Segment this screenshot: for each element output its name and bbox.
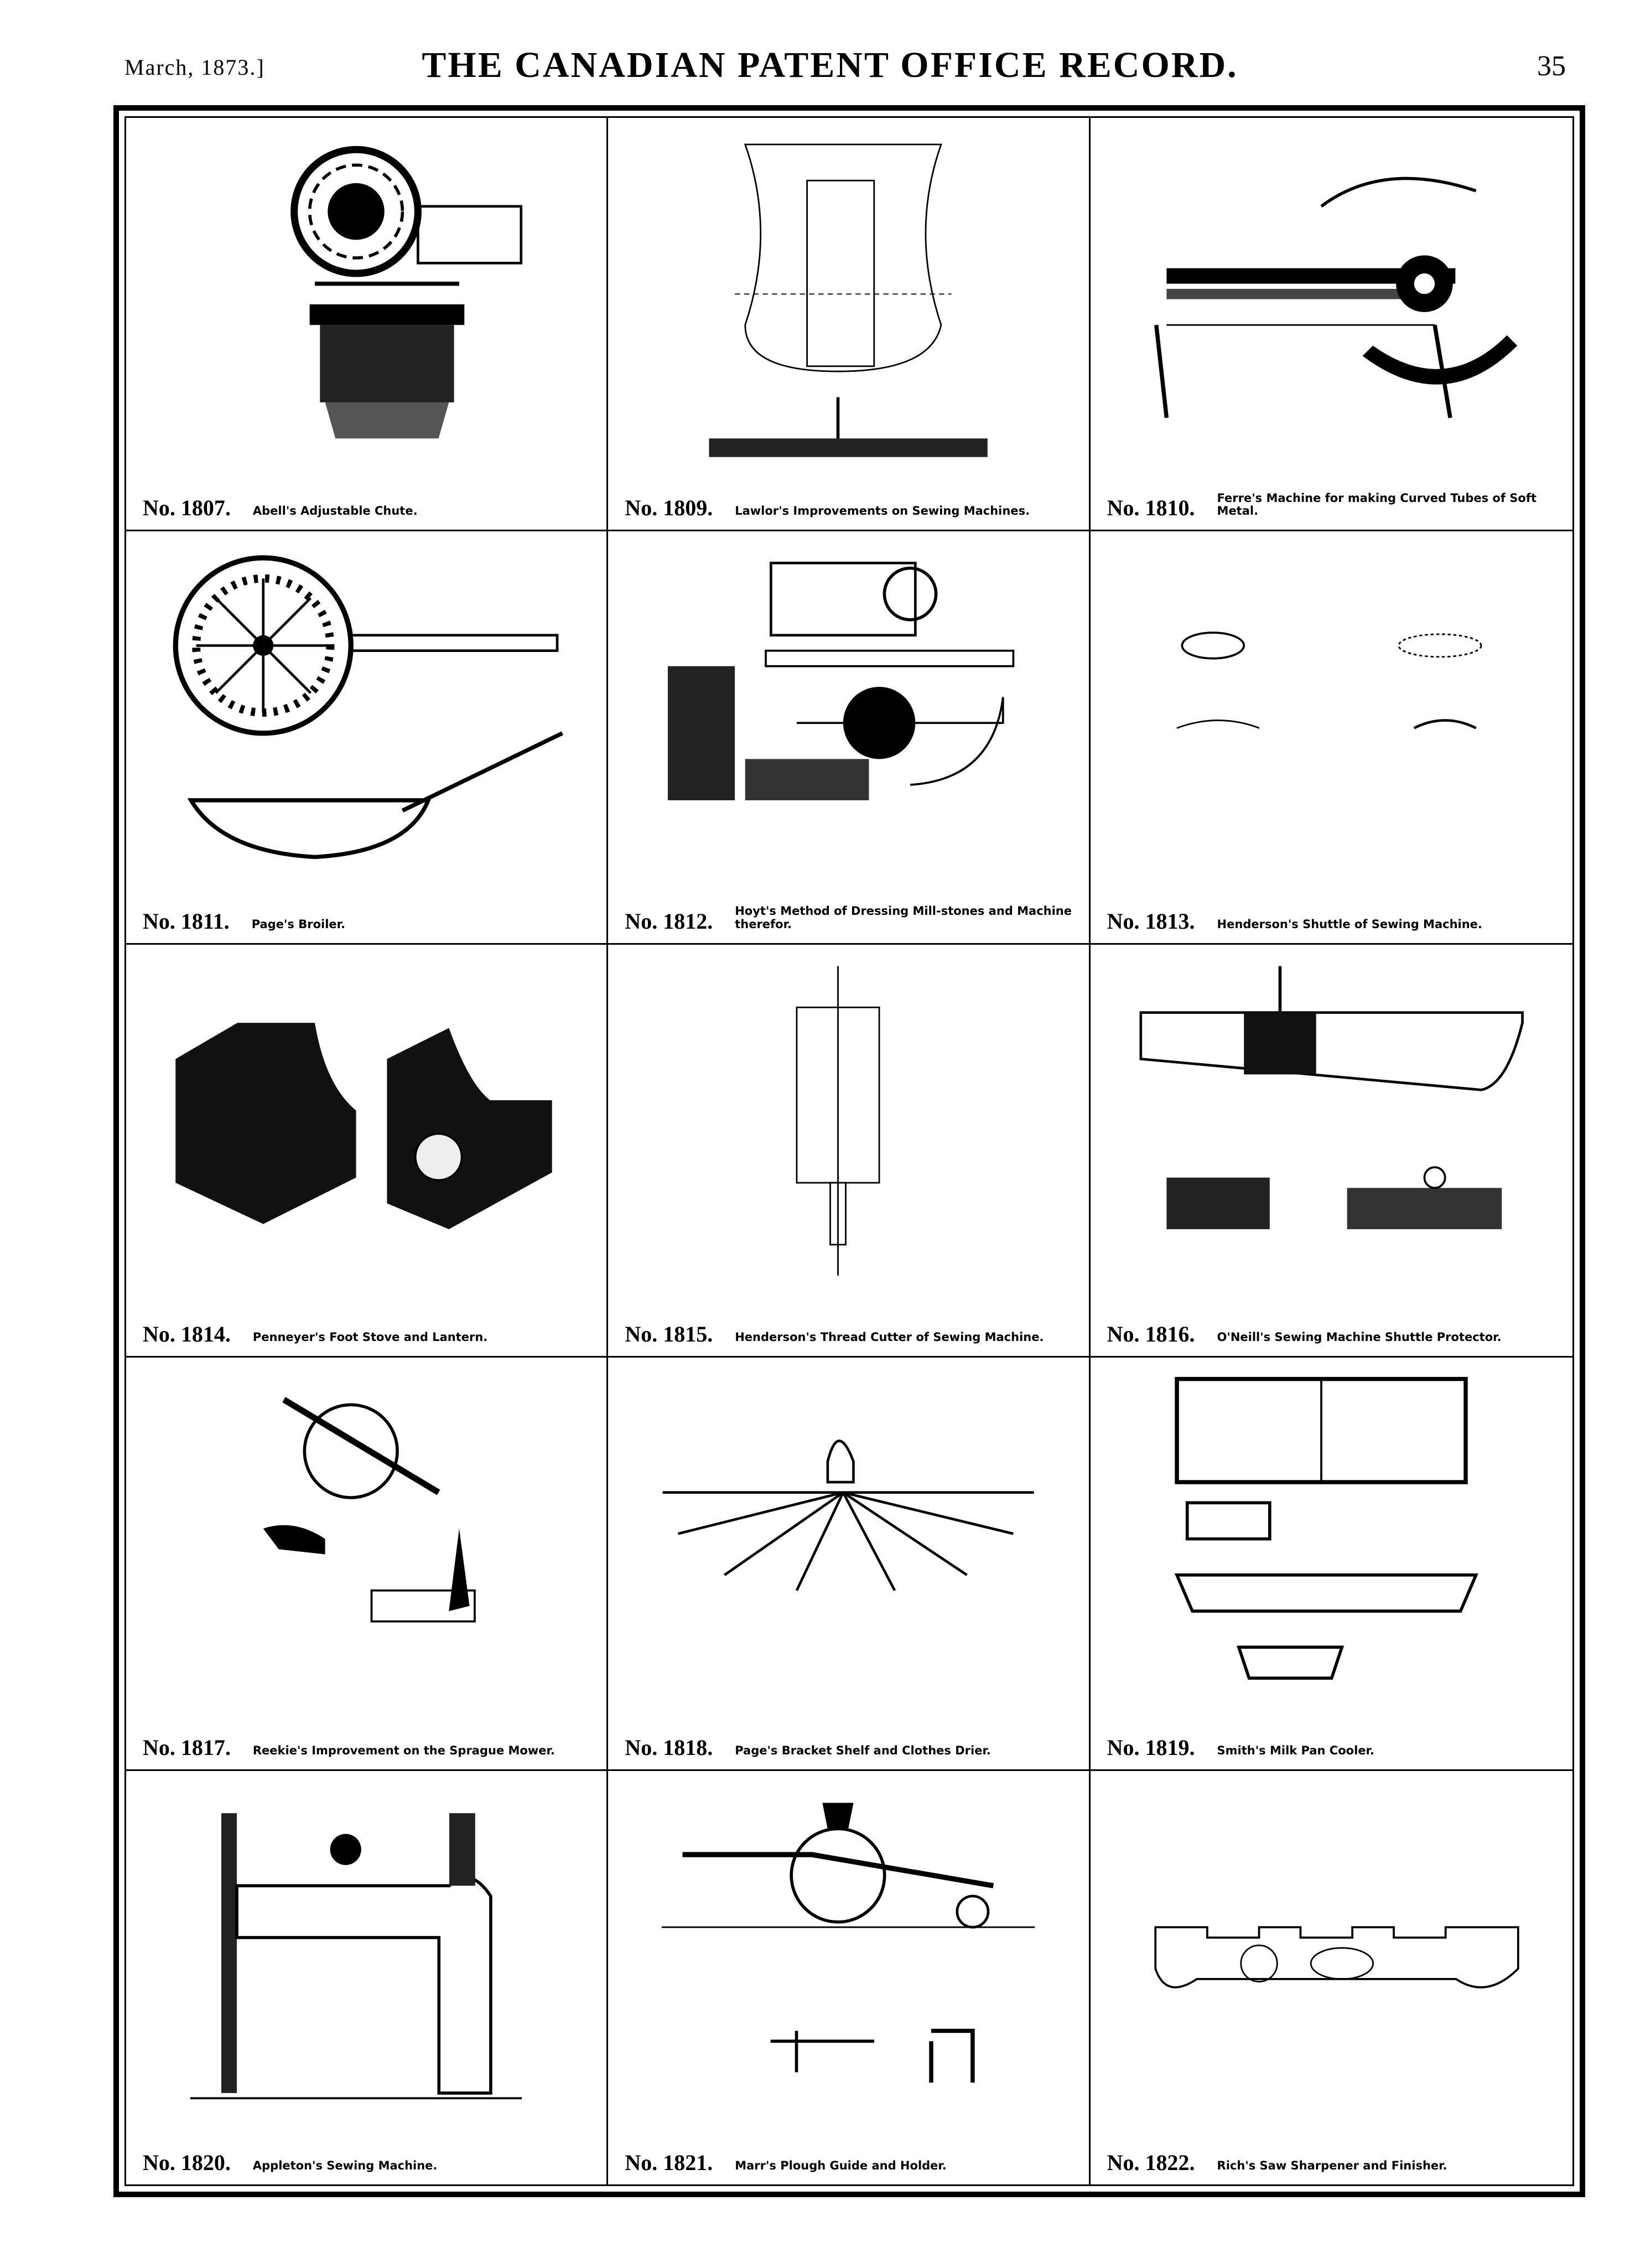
patent-number: No. 1820.: [143, 2150, 231, 2175]
patent-drawing-thread-cutter: [796, 966, 880, 1276]
patent-plate-frame: No. 1807. Abell's Adjustable Chute. No. …: [113, 105, 1585, 2197]
patent-title: O'Neill's Sewing Machine Shuttle Protect…: [1217, 1330, 1502, 1344]
patent-drawing-millstone-machine: [668, 561, 1015, 800]
patent-title: Page's Broiler.: [251, 917, 345, 931]
patent-cell: No. 1811. Page's Broiler.: [126, 531, 609, 945]
patent-number: No. 1814.: [143, 1322, 231, 1347]
patent-cell: No. 1813. Henderson's Shuttle of Sewing …: [1090, 531, 1572, 945]
patent-number: No. 1821.: [625, 2150, 713, 2175]
patent-grid: No. 1807. Abell's Adjustable Chute. No. …: [126, 118, 1572, 2184]
patent-number: No. 1817.: [143, 1735, 231, 1760]
patent-title: Henderson's Shuttle of Sewing Machine.: [1217, 917, 1482, 931]
patent-title: Hoyt's Method of Dressing Mill-stones an…: [735, 904, 1072, 931]
issue-date: March, 1873.]: [124, 55, 265, 80]
patent-title: Abell's Adjustable Chute.: [252, 504, 418, 517]
patent-title: Penneyer's Foot Stove and Lantern.: [252, 1330, 488, 1344]
patent-cell: No. 1814. Penneyer's Foot Stove and Lant…: [126, 944, 609, 1358]
patent-drawing-milk-pan: [1174, 1377, 1478, 1680]
patent-drawing-chute: [290, 146, 523, 439]
patent-title: Lawlor's Improvements on Sewing Machines…: [735, 504, 1030, 517]
patent-number: No. 1812.: [625, 908, 713, 934]
patent-cell: No. 1810. Ferre's Machine for making Cur…: [1090, 118, 1572, 531]
patent-cell: No. 1819. Smith's Milk Pan Cooler.: [1090, 1358, 1572, 1772]
patent-drawing-sewing-machine: [709, 143, 988, 457]
patent-title: Appleton's Sewing Machine.: [252, 2158, 438, 2172]
patent-number: No. 1818.: [625, 1735, 713, 1760]
page-number: 35: [1537, 50, 1566, 82]
patent-cell: No. 1821. Marr's Plough Guide and Holder…: [608, 1771, 1091, 2184]
patent-title: Smith's Milk Pan Cooler.: [1217, 1744, 1374, 1758]
patent-cell: No. 1817. Reekie's Improvement on the Sp…: [126, 1358, 609, 1772]
patent-drawing-appleton-sewing-machine: [190, 1813, 522, 2100]
patent-drawing-shuttle: [1176, 631, 1482, 729]
patent-title: Marr's Plough Guide and Holder.: [735, 2158, 947, 2172]
patent-cell: No. 1816. O'Neill's Sewing Machine Shutt…: [1090, 945, 1572, 1358]
patent-cell: No. 1807. Abell's Adjustable Chute.: [126, 118, 609, 531]
patent-number: No. 1810.: [1107, 495, 1195, 520]
patent-drawing-saw-sharpener: [1154, 1926, 1519, 1989]
patent-title: Reekie's Improvement on the Sprague Mowe…: [252, 1744, 555, 1758]
patent-cell: No. 1812. Hoyt's Method of Dressing Mill…: [608, 531, 1091, 945]
page-header: March, 1873.] THE CANADIAN PATENT OFFICE…: [83, 44, 1577, 89]
patent-drawing-shuttle-protector: [1139, 966, 1524, 1229]
patent-drawing-plough-guide: [662, 1803, 1035, 2083]
patent-number: No. 1816.: [1107, 1322, 1195, 1347]
patent-number: No. 1813.: [1107, 908, 1195, 934]
patent-title: Page's Bracket Shelf and Clothes Drier.: [735, 1744, 991, 1758]
patent-drawing-foot-stove: [175, 1022, 552, 1229]
patent-drawing-mower: [263, 1397, 476, 1623]
patent-number: No. 1811.: [143, 908, 230, 934]
patent-number: No. 1822.: [1107, 2150, 1195, 2175]
patent-drawing-clothes-drier: [662, 1439, 1035, 1592]
patent-number: No. 1807.: [143, 495, 231, 520]
patent-number: No. 1815.: [625, 1322, 713, 1347]
patent-cell: No. 1809. Lawlor's Improvements on Sewin…: [608, 118, 1091, 531]
patent-title: Ferre's Machine for making Curved Tubes …: [1217, 491, 1537, 517]
patent-drawing-broiler: [173, 555, 563, 859]
patent-cell: No. 1822. Rich's Saw Sharpener and Finis…: [1091, 1771, 1572, 2184]
patent-number: No. 1809.: [625, 495, 713, 520]
patent-cell: No. 1820. Appleton's Sewing Machine.: [126, 1771, 609, 2184]
patent-cell: No. 1815. Henderson's Thread Cutter of S…: [608, 944, 1091, 1358]
publication-title: THE CANADIAN PATENT OFFICE RECORD.: [422, 45, 1238, 85]
patent-title: Henderson's Thread Cutter of Sewing Mach…: [735, 1330, 1044, 1344]
patent-number: No. 1819.: [1107, 1735, 1195, 1760]
patent-cell: No. 1818. Page's Bracket Shelf and Cloth…: [608, 1358, 1091, 1772]
patent-title: Rich's Saw Sharpener and Finisher.: [1217, 2158, 1447, 2172]
patent-drawing-tube-machine: [1154, 177, 1517, 418]
